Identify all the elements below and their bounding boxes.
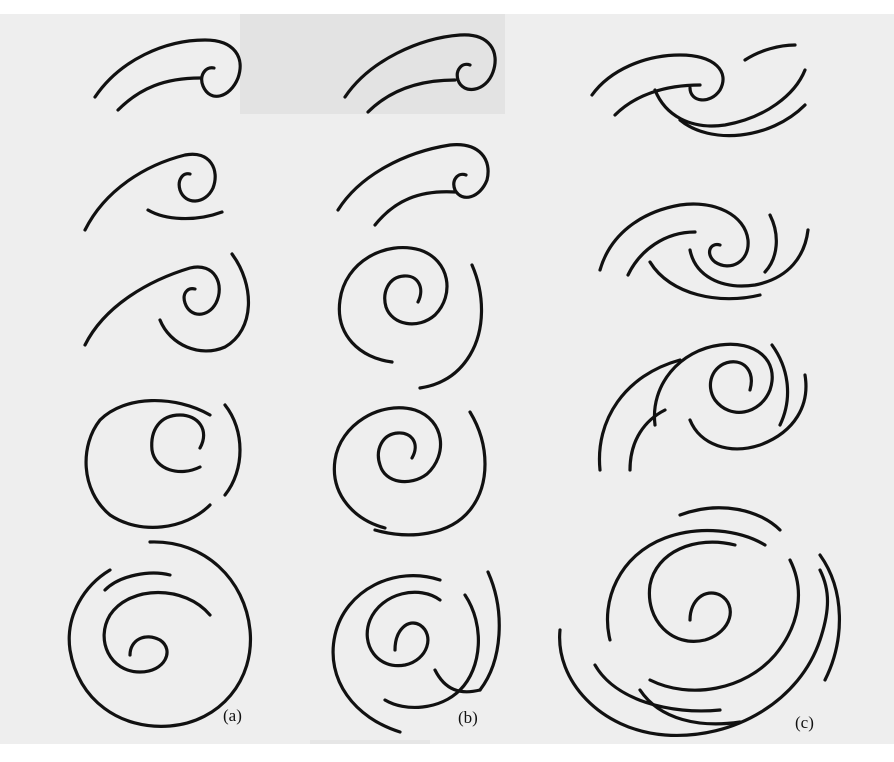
spiral-c2 (600, 204, 808, 299)
spiral-b3 (339, 248, 481, 388)
spiral-c3 (599, 344, 805, 470)
label-a: (a) (223, 706, 242, 726)
spiral-c4 (560, 508, 840, 736)
spiral-b4 (334, 408, 485, 535)
spiral-b2 (338, 145, 488, 225)
spiral-a4 (86, 401, 240, 528)
column-a (69, 40, 250, 726)
spiral-a3 (85, 254, 248, 351)
label-c: (c) (795, 713, 814, 733)
spiral-b1 (345, 35, 495, 112)
label-b: (b) (458, 708, 478, 728)
spiral-a5 (69, 542, 250, 726)
column-c (560, 45, 840, 735)
spiral-c1 (592, 45, 805, 136)
column-b (333, 35, 499, 732)
spiral-a2 (85, 154, 222, 230)
spiral-a1 (95, 40, 240, 110)
